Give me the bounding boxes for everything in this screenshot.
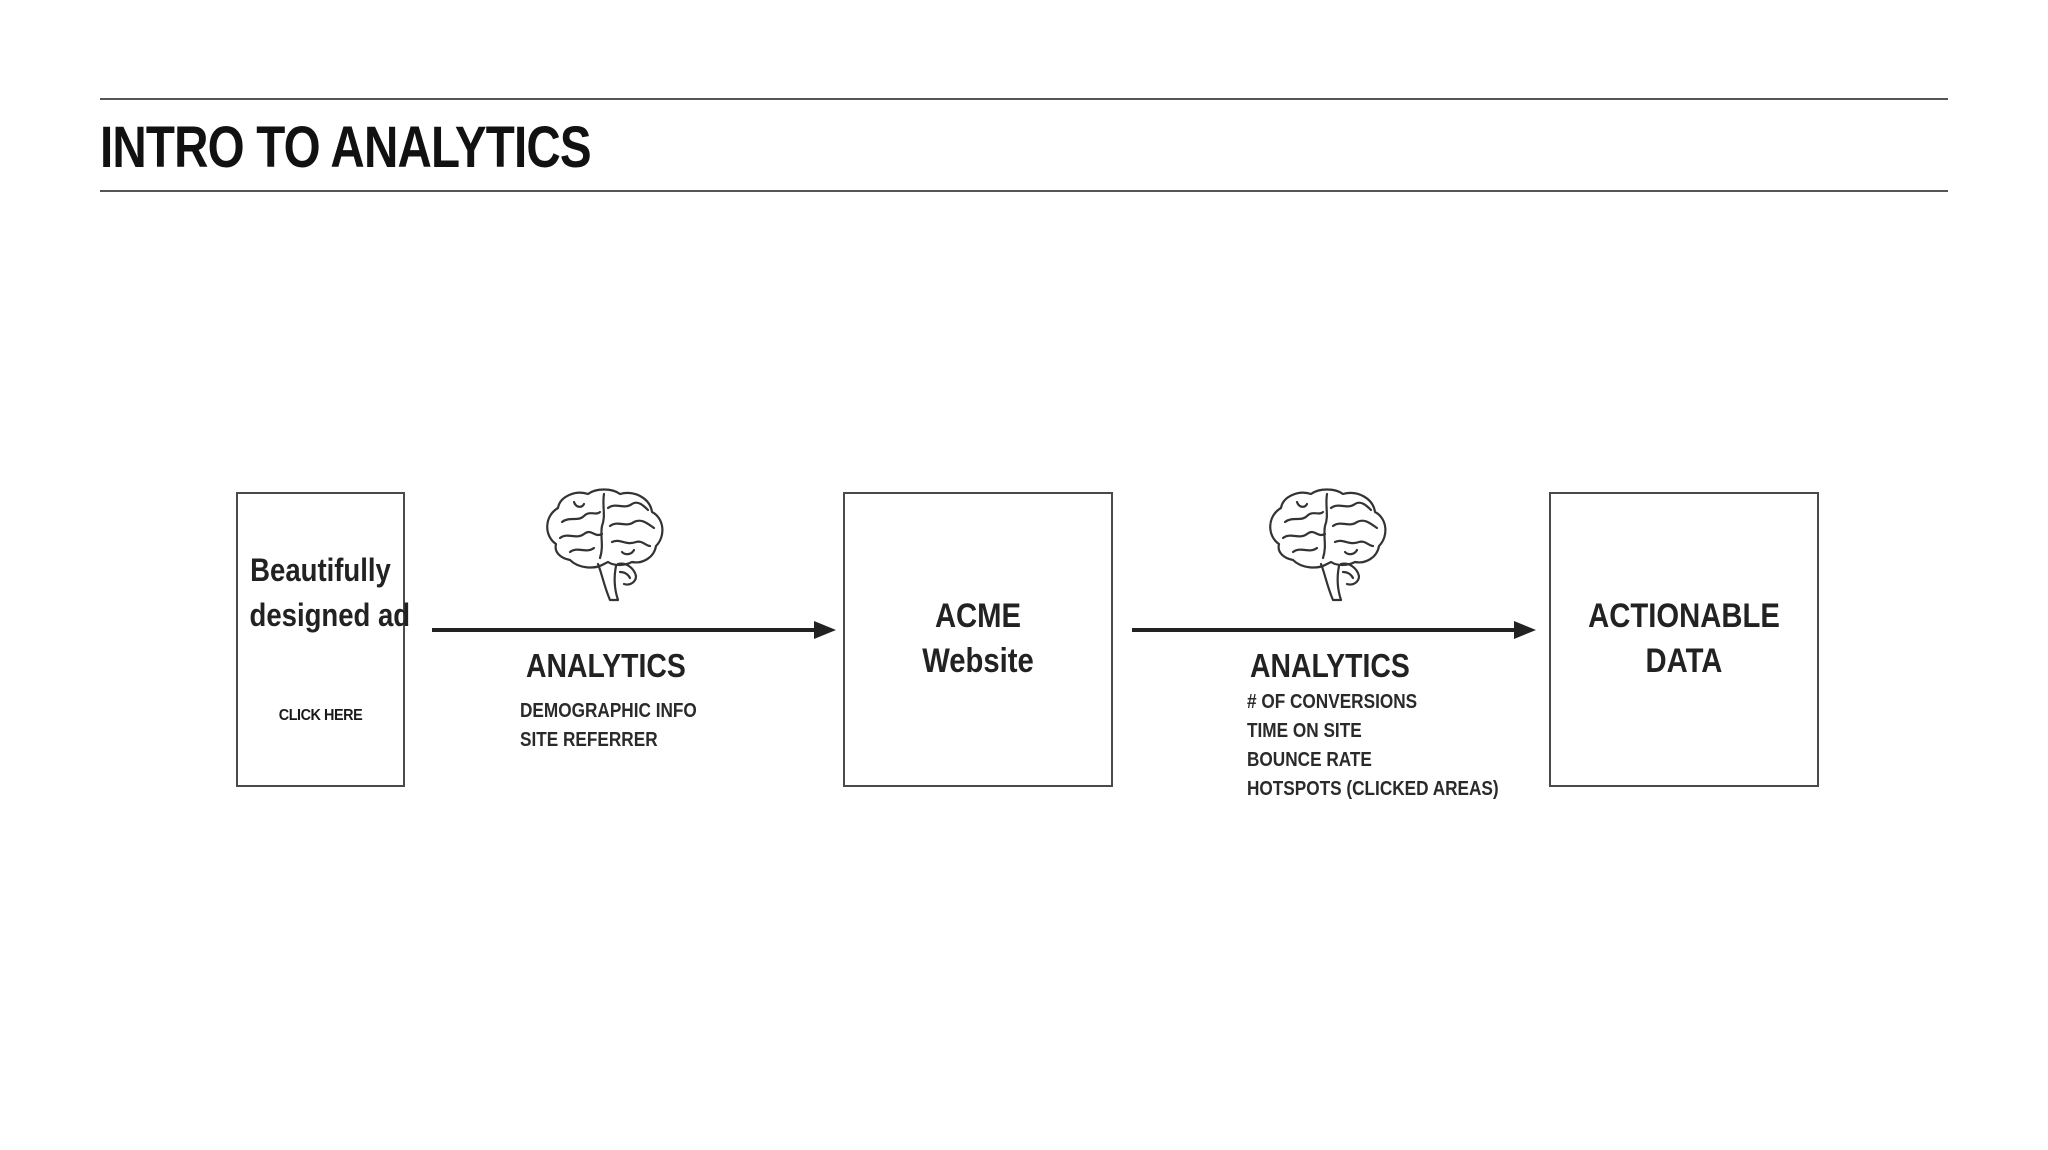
- arrow-1: [432, 621, 836, 639]
- brain-icon: [546, 488, 664, 602]
- actionable-data-box: ACTIONABLE DATA: [1549, 492, 1819, 787]
- bottom-rule: [100, 190, 1948, 192]
- data-box-line-2: DATA: [1645, 642, 1723, 680]
- step-2-metric: HOTSPOTS (CLICKED AREAS): [1247, 778, 1499, 800]
- website-box: ACME Website: [843, 492, 1113, 787]
- step-2-heading: ANALYTICS: [1250, 647, 1410, 684]
- website-box-line-1: ACME: [934, 597, 1022, 635]
- step-1-metric: SITE REFERRER: [520, 729, 658, 751]
- step-2-metric: BOUNCE RATE: [1247, 749, 1372, 771]
- step-1-heading: ANALYTICS: [526, 647, 686, 684]
- ad-box-line-1: Beautifully: [250, 552, 391, 588]
- slide-title: INTRO TO ANALYTICS: [100, 115, 592, 180]
- data-box-line-1: ACTIONABLE: [1588, 597, 1780, 635]
- website-box-line-2: Website: [922, 642, 1034, 680]
- ad-box: Beautifully designed ad CLICK HERE: [236, 492, 411, 787]
- step-2-metric: TIME ON SITE: [1247, 720, 1362, 742]
- brain-icon: [1269, 488, 1387, 602]
- top-rule: [100, 98, 1948, 100]
- ad-box-line-2: designed ad: [249, 597, 411, 633]
- step-1-metric: DEMOGRAPHIC INFO: [520, 700, 697, 722]
- arrow-2: [1132, 621, 1536, 639]
- click-here-label: CLICK HERE: [278, 707, 363, 724]
- step-2-metric: # OF CONVERSIONS: [1247, 691, 1418, 713]
